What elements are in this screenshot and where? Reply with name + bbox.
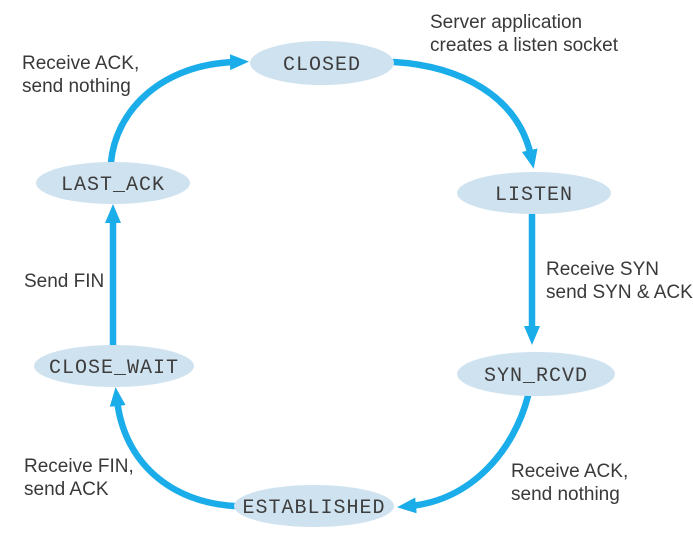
label-last-ack-to-closed-line1: Receive ACK, <box>22 53 139 74</box>
state-established: ESTABLISHED <box>234 485 394 527</box>
state-listen-ellipse <box>457 172 611 214</box>
label-last-ack-to-closed-line2: send nothing <box>22 76 131 97</box>
state-syn-rcvd: SYN_RCVD <box>457 352 615 396</box>
state-closed: CLOSED <box>250 41 394 85</box>
state-syn-rcvd-label: SYN_RCVD <box>484 365 588 388</box>
label-established-to-close-wait: Receive FIN, send ACK <box>24 456 134 500</box>
transition-established-to-close-wait <box>109 387 238 510</box>
state-last-ack-ellipse <box>36 162 190 204</box>
transition-last-ack-to-closed <box>107 54 249 166</box>
label-listen-to-syn-rcvd: Receive SYN send SYN & ACK <box>546 259 693 303</box>
state-close-wait-ellipse <box>34 345 194 387</box>
state-established-label: ESTABLISHED <box>242 497 385 520</box>
state-closed-label: CLOSED <box>283 54 361 77</box>
label-established-to-close-wait-line2: send ACK <box>24 479 109 500</box>
label-last-ack-to-closed: Receive ACK, send nothing <box>22 53 139 97</box>
state-last-ack: LAST_ACK <box>36 162 190 204</box>
label-established-to-close-wait-line1: Receive FIN, <box>24 456 134 477</box>
state-close-wait-label: CLOSE_WAIT <box>49 357 179 380</box>
label-syn-rcvd-to-established-line1: Receive ACK, <box>511 461 628 482</box>
state-last-ack-label: LAST_ACK <box>61 174 165 197</box>
label-close-wait-to-last-ack-line1: Send FIN <box>24 271 104 292</box>
label-closed-to-listen: Server application creates a listen sock… <box>430 12 619 56</box>
state-established-ellipse <box>234 485 394 527</box>
state-listen: LISTEN <box>457 172 611 214</box>
label-closed-to-listen-line1: Server application <box>430 12 582 33</box>
label-close-wait-to-last-ack: Send FIN <box>24 271 104 292</box>
label-closed-to-listen-line2: creates a listen socket <box>430 35 619 56</box>
label-listen-to-syn-rcvd-line1: Receive SYN <box>546 259 659 280</box>
state-closed-ellipse <box>250 41 394 85</box>
label-syn-rcvd-to-established-line2: send nothing <box>511 484 620 505</box>
state-syn-rcvd-ellipse <box>457 352 615 396</box>
label-listen-to-syn-rcvd-line2: send SYN & ACK <box>546 282 693 303</box>
label-syn-rcvd-to-established: Receive ACK, send nothing <box>511 461 628 505</box>
state-close-wait: CLOSE_WAIT <box>34 345 194 387</box>
transition-syn-rcvd-to-established <box>397 392 532 514</box>
transition-closed-to-listen <box>390 58 538 169</box>
state-listen-label: LISTEN <box>495 184 573 207</box>
